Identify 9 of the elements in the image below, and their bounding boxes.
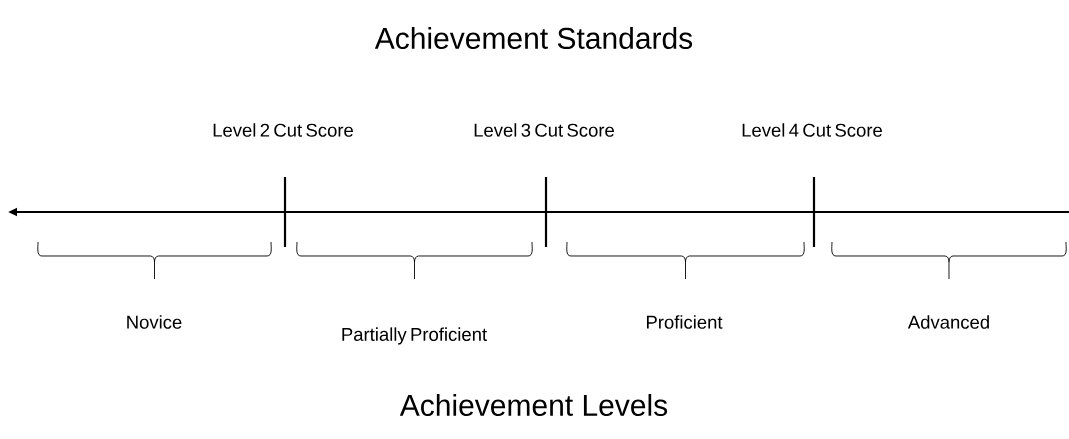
level-label: Advanced (907, 315, 989, 329)
level-label: Novice (127, 315, 182, 329)
level-label: Partially Proficient (342, 327, 487, 345)
cut-score-label: Level 3 Cut Score (474, 123, 614, 137)
caption: Achievement Levels (399, 394, 668, 416)
level-label: Proficient (646, 315, 723, 329)
cut-score-label: Level 2 Cut Score (213, 123, 353, 137)
cut-score-label: Level 4 Cut Score (742, 123, 882, 137)
title: Achievement Standards (374, 27, 693, 49)
